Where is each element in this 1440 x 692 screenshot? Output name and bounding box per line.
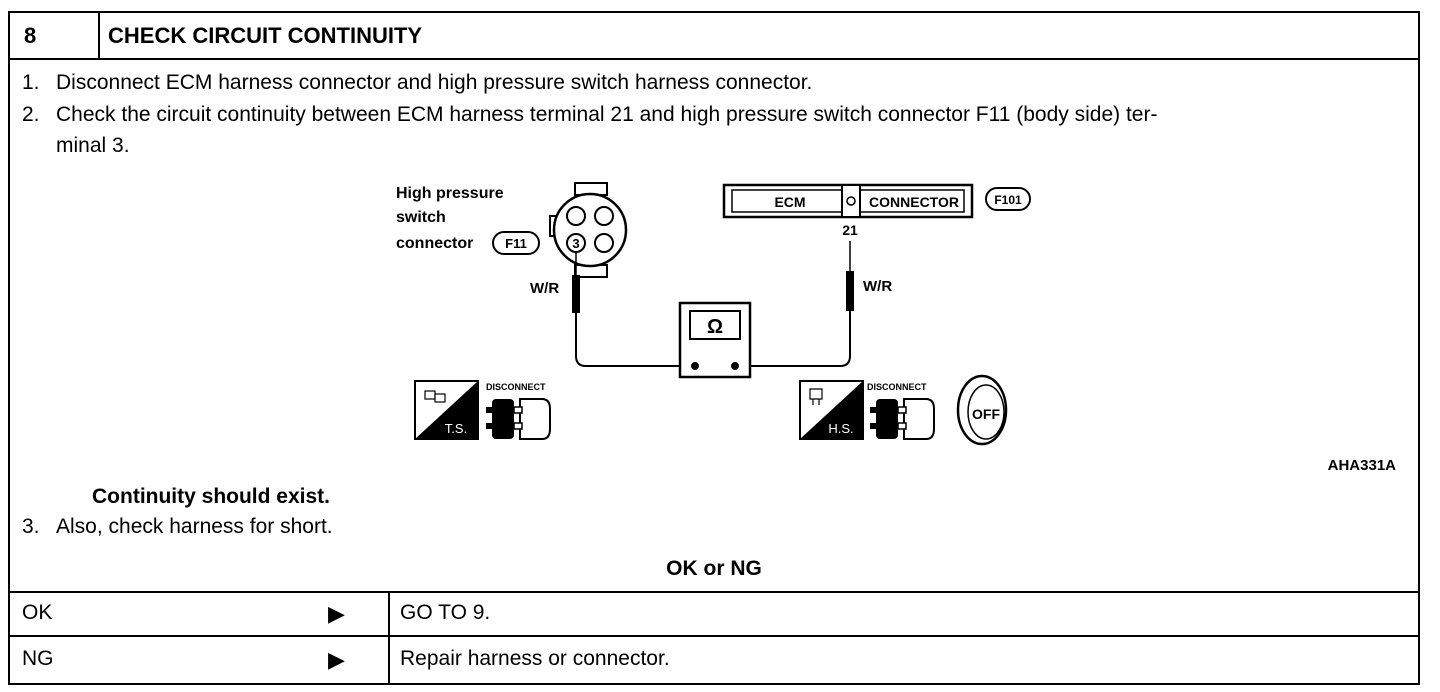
ts-label: T.S.	[445, 421, 467, 436]
ecm-connector-id-badge	[985, 187, 1031, 211]
hs-icon	[799, 380, 864, 440]
result-ng-label: NG	[22, 647, 54, 670]
step-1-number: 1.	[22, 71, 40, 94]
switch-terminal-number: 3	[572, 236, 579, 251]
step-2-text-line-1: Check the circuit continuity between ECM…	[56, 103, 1158, 126]
step-3-text: Also, check harness for short.	[56, 515, 333, 538]
switch-connector-id: F11	[505, 236, 527, 251]
ohmmeter-icon	[678, 301, 752, 379]
result-title: OK or NG	[666, 557, 762, 580]
step-2-number: 2.	[22, 103, 40, 126]
ignition-off-icon	[956, 374, 1008, 446]
left-probe-handle	[572, 275, 580, 313]
step-number: 8	[24, 23, 37, 48]
step-header: 8 CHECK CIRCUIT CONTINUITY	[10, 13, 1418, 60]
step-2-text-line-2: minal 3.	[56, 134, 130, 157]
step-title: CHECK CIRCUIT CONTINUITY	[108, 23, 423, 48]
ecm-label: ECM	[774, 194, 805, 210]
ecm-connector-id: F101	[994, 193, 1022, 207]
switch-label-line-3: connector	[396, 235, 473, 252]
result-ok-action: GO TO 9.	[400, 601, 491, 624]
switch-connector-icon	[549, 182, 628, 278]
procedure-frame: 8 CHECK CIRCUIT CONTINUITY 1. Disconnect…	[8, 11, 1420, 685]
disconnect-label-right: DISCONNECT	[867, 382, 927, 392]
step-3-number: 3.	[22, 515, 40, 538]
left-wire-color: W/R	[530, 280, 559, 297]
result-divider-top	[10, 591, 1418, 593]
connector-label: CONNECTOR	[869, 194, 959, 210]
switch-connector-id-badge	[492, 231, 540, 255]
right-test-lead	[736, 311, 851, 367]
ecm-terminal-number: 21	[842, 222, 858, 238]
result-ng-action: Repair harness or connector.	[400, 647, 670, 670]
ohm-symbol: Ω	[707, 316, 723, 338]
ts-icon	[414, 380, 479, 440]
hs-label: H.S.	[828, 421, 853, 436]
continuity-spec: Continuity should exist.	[92, 485, 331, 508]
switch-label-line-1: High pressure	[396, 185, 504, 202]
right-probe-handle	[846, 271, 854, 311]
left-test-lead	[575, 313, 693, 367]
off-label: OFF	[972, 406, 1000, 422]
result-row-ok: OK ▶ GO TO 9.	[10, 593, 1418, 635]
continuity-diagram: High pressure switch connector F11 3 W/R	[396, 182, 1031, 446]
result-row-ng: NG ▶ Repair harness or connector.	[10, 637, 1418, 683]
arrow-right-icon: ▶	[328, 647, 345, 672]
ecm-connector-icon	[722, 183, 974, 219]
result-ok-label: OK	[22, 601, 53, 624]
disconnect-icon-right	[870, 398, 935, 440]
step-1-text: Disconnect ECM harness connector and hig…	[56, 71, 813, 94]
switch-label-line-2: switch	[396, 209, 446, 226]
result-column-divider	[388, 593, 390, 635]
result-column-divider	[388, 637, 390, 683]
arrow-right-icon: ▶	[328, 601, 345, 626]
result-divider-middle	[10, 635, 1418, 637]
disconnect-label-left: DISCONNECT	[486, 382, 546, 392]
header-divider	[98, 13, 100, 58]
disconnect-icon-left	[486, 398, 551, 440]
figure-reference: AHA331A	[1327, 457, 1396, 474]
right-wire-color: W/R	[863, 278, 892, 295]
